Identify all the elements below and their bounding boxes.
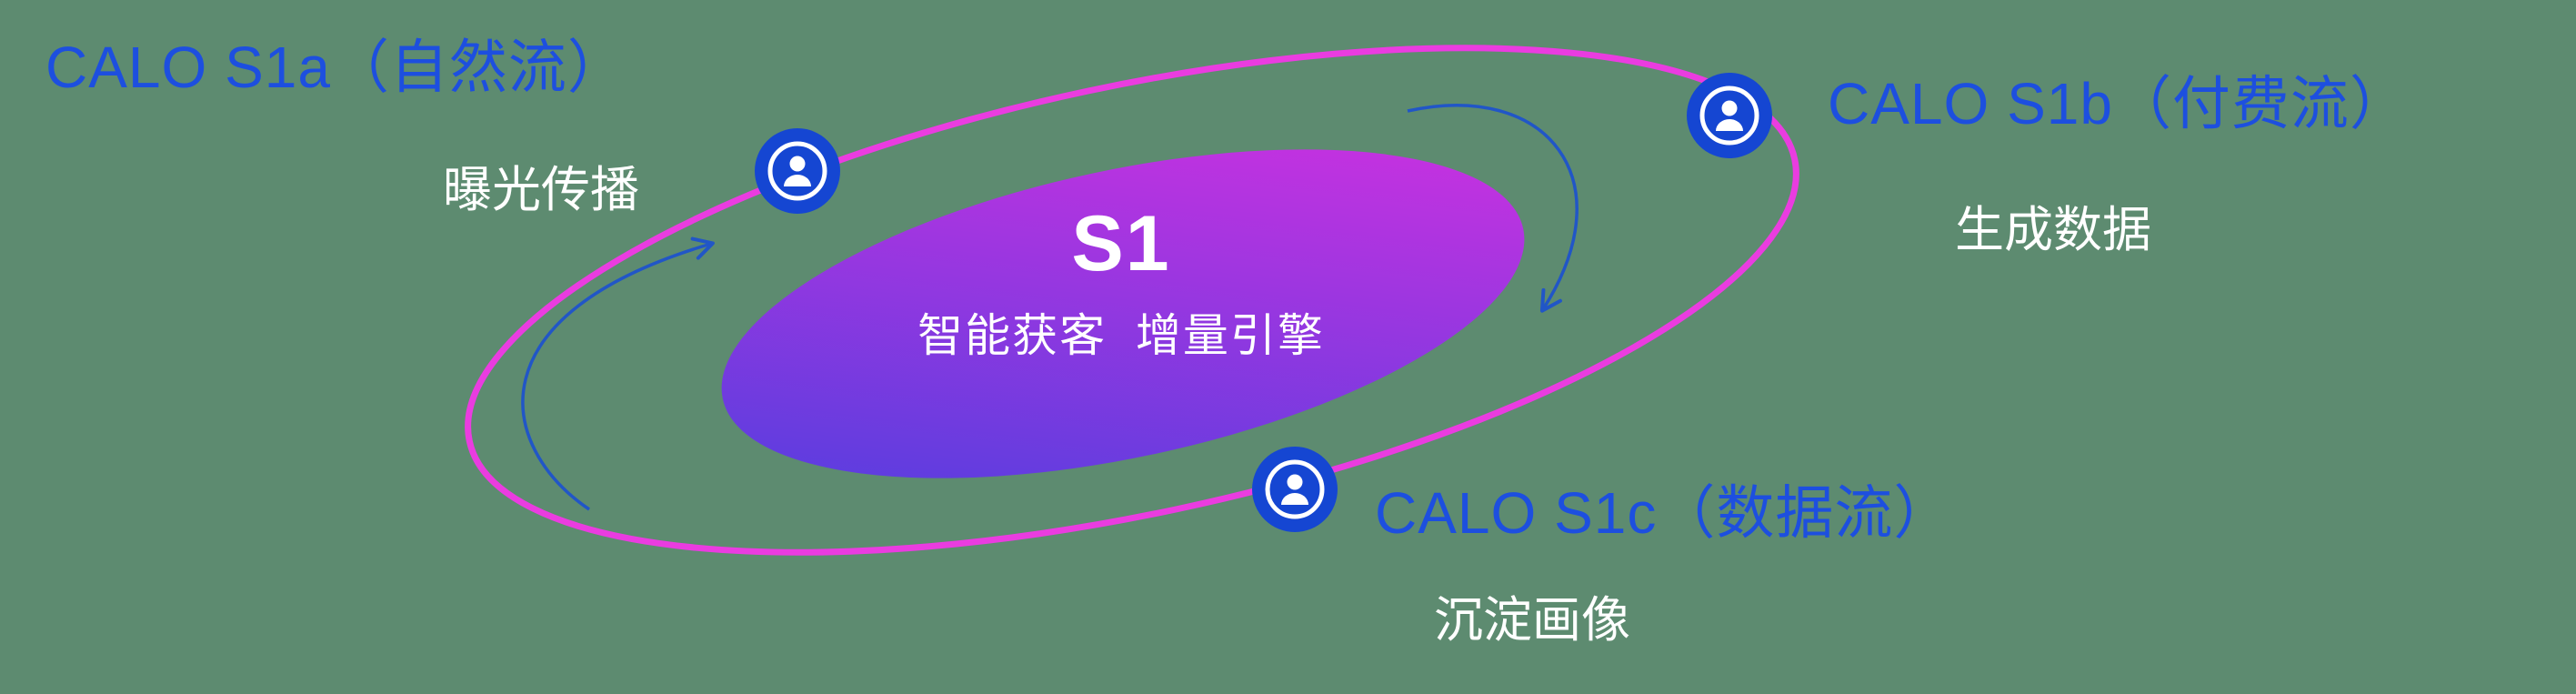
user-badge-icon	[1252, 447, 1338, 532]
orbit-ring	[465, 45, 1799, 556]
label-s1c-subtitle: 沉淀画像	[1434, 593, 1630, 648]
user-badge-icon	[755, 128, 840, 214]
center-title: S1	[1071, 199, 1171, 287]
center-subtitle: 智能获客 增量引擎	[917, 310, 1325, 362]
user-badge-icon	[1687, 73, 1772, 158]
cycle-arrow-left	[521, 236, 715, 511]
label-s1c-title: CALO S1c（数据流）	[1375, 480, 1953, 546]
label-s1b-title: CALO S1b（付费流）	[1828, 71, 2409, 136]
cycle-arrow-right	[1407, 104, 1579, 313]
label-s1a-subtitle: 曝光传播	[443, 163, 639, 217]
node-s1c	[1252, 447, 1338, 532]
label-s1b-subtitle: 生成数据	[1955, 203, 2151, 257]
node-s1b	[1687, 73, 1772, 158]
label-s1a-title: CALO S1a（自然流）	[45, 35, 626, 100]
center-ellipse	[721, 149, 1525, 478]
node-s1a	[755, 128, 840, 214]
center-label: S1 智能获客 增量引擎	[917, 203, 1325, 365]
